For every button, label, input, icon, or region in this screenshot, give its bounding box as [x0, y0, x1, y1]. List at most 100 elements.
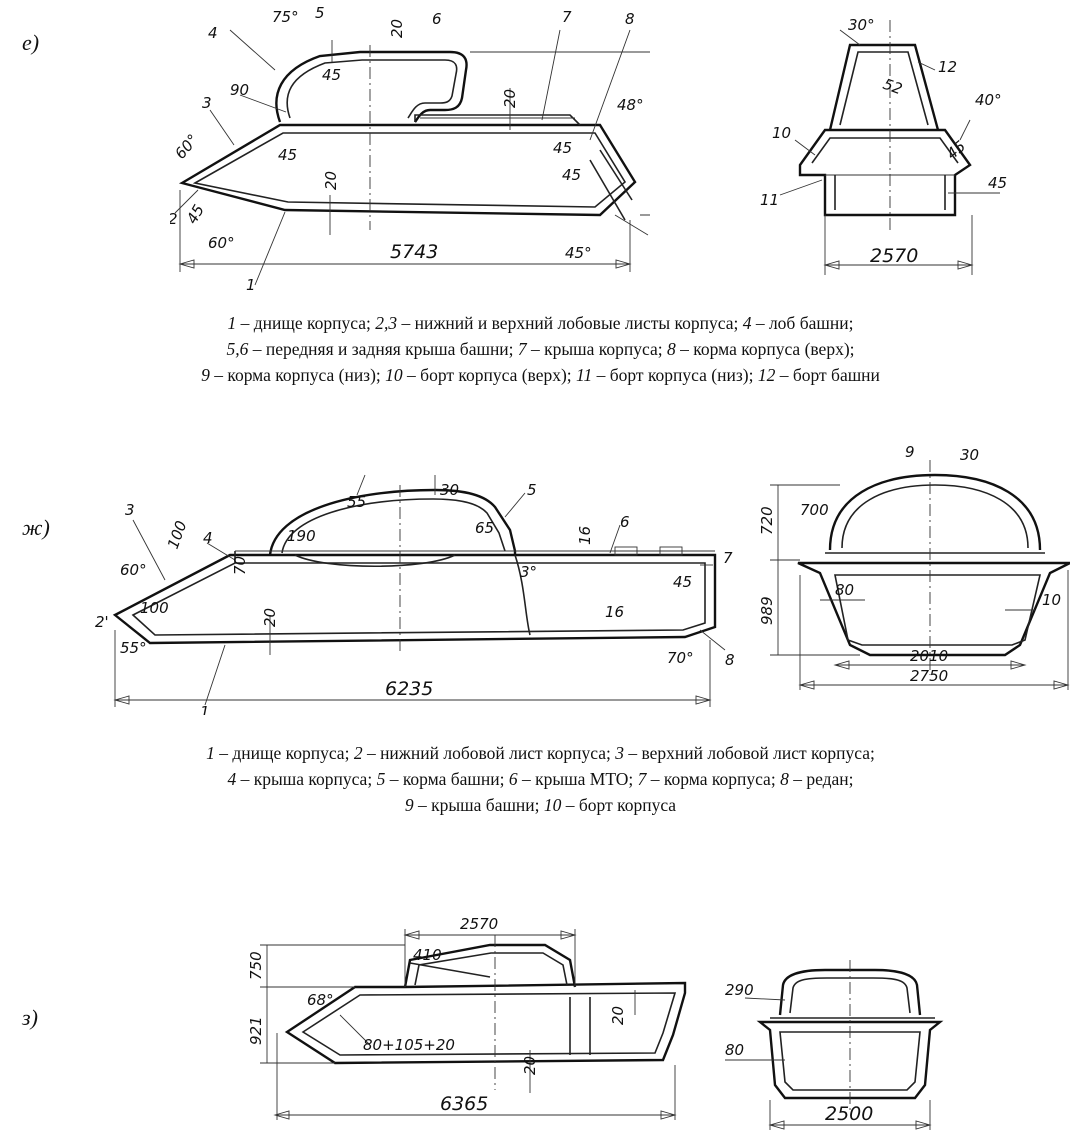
label-z-length: 6365 [440, 1093, 488, 1115]
label-zh-190: 190 [287, 527, 316, 545]
label-e-20-top: 20 [388, 19, 406, 38]
label-zh-80: 80 [835, 581, 854, 599]
label-e-20-floor: 20 [322, 171, 340, 190]
label-zh-9: 9 [905, 445, 915, 461]
label-zh-45: 45 [673, 573, 692, 591]
label-z-20-floor: 20 [521, 1056, 539, 1075]
label-zh-16-rear: 16 [605, 603, 624, 621]
label-e-width: 2570 [870, 245, 918, 267]
label-z-2570: 2570 [460, 915, 498, 933]
label-e-45-rear2: 45 [562, 166, 581, 184]
section-letter-z: з) [22, 1005, 38, 1030]
label-e-5: 5 [315, 4, 325, 22]
label-zh-2: 2' [95, 613, 109, 631]
label-zh-angle-70: 70° [667, 649, 694, 667]
label-z-angle-68: 68° [307, 991, 334, 1009]
turret-outline-z [403, 943, 577, 988]
caption-e-line-2: 5,6 – передняя и задняя крыша башни; 7 –… [226, 339, 855, 359]
label-zh-6: 6 [620, 513, 630, 531]
label-zh-4: 4 [203, 529, 213, 547]
label-e-45-low: 45 [183, 201, 208, 227]
label-e-45-low-front: 45 [988, 174, 1007, 192]
label-e-20-roof: 20 [501, 89, 519, 108]
label-e-angle-60-top: 60° [171, 131, 202, 163]
label-zh-length: 6235 [385, 678, 433, 700]
label-zh-2750: 2750 [910, 667, 948, 685]
section-letter-e: е) [22, 30, 40, 55]
label-z-2500: 2500 [825, 1103, 873, 1125]
caption-e-line-3: 9 – корма корпуса (низ); 10 – борт корпу… [201, 365, 880, 385]
label-zh-3: 3 [125, 501, 135, 519]
label-e-angle-75: 75° [272, 8, 299, 26]
diagram-z-side-view: 2570 750 410 20 68° 921 80+105+20 20 636… [247, 915, 687, 1120]
hull-front-e [798, 128, 972, 217]
label-e-angle-40: 40° [975, 91, 1002, 109]
hull-outline-z [284, 981, 687, 1065]
label-z-80: 80 [725, 1041, 744, 1059]
caption-zh-line-3: 9 – крыша башни; 10 – борт корпуса [404, 795, 677, 815]
label-z-armor-stack: 80+105+20 [363, 1036, 455, 1054]
caption-e-line-1: 1 – днище корпуса; 2,3 – нижний и верхни… [227, 313, 854, 333]
label-zh-55: 55 [347, 493, 366, 511]
turret-outline-e [275, 50, 468, 123]
label-zh-10: 10 [1042, 591, 1061, 609]
label-e-52: 52 [881, 75, 905, 98]
label-z-20-roof: 20 [609, 1006, 627, 1025]
caption-zh: 1 – днище корпуса; 2 – нижний лобовой ли… [0, 740, 1081, 818]
label-zh-30: 30 [440, 481, 459, 499]
label-zh-1: 1 [200, 703, 210, 715]
label-zh-20: 20 [261, 608, 279, 627]
label-zh-100-low: 100 [140, 599, 169, 617]
label-e-4: 4 [208, 24, 218, 42]
label-zh-100-top: 100 [164, 518, 191, 551]
caption-zh-line-1: 1 – днище корпуса; 2 – нижний лобовой ли… [206, 743, 875, 763]
label-e-45-top: 45 [322, 66, 341, 84]
label-e-2: 2 [170, 210, 178, 228]
caption-zh-line-2: 4 – крыша корпуса; 5 – корма башни; 6 – … [227, 769, 854, 789]
label-e-45-front: 45 [278, 146, 297, 164]
label-zh-30-front: 30 [960, 446, 979, 464]
label-z-290: 290 [725, 981, 754, 999]
label-zh-angle-3: 3° [520, 563, 537, 581]
label-zh-989: 989 [758, 596, 776, 625]
label-zh-720: 720 [758, 506, 776, 535]
label-z-410: 410 [413, 946, 442, 964]
label-e-90: 90 [230, 81, 249, 99]
label-zh-16-roof: 16 [576, 526, 594, 545]
section-letter-zh: ж) [22, 515, 50, 540]
label-e-6: 6 [432, 10, 442, 28]
label-e-7: 7 [562, 8, 572, 26]
hull-front-zh [797, 561, 1070, 657]
turret-front-e [828, 43, 940, 131]
label-zh-700: 700 [800, 501, 829, 519]
label-e-45-rear1: 45 [553, 139, 572, 157]
hull-outline-e [178, 123, 637, 217]
label-z-921: 921 [247, 1016, 265, 1045]
diagram-zh-side-view: 3 100 60° 4 70 190 55 30 5 65 16 6 3° 7 … [95, 474, 735, 715]
label-e-1: 1 [246, 276, 256, 290]
label-e-11: 11 [760, 191, 779, 209]
label-zh-2010: 2010 [910, 647, 948, 665]
turret-outline-zh [268, 488, 517, 556]
label-e-angle-30: 30° [848, 16, 875, 34]
label-zh-angle-55: 55° [120, 639, 147, 657]
turret-front-zh [828, 473, 1042, 551]
label-z-750: 750 [247, 951, 265, 980]
label-e-3: 3 [202, 94, 212, 112]
diagram-z-front-view: 290 80 2500 [725, 960, 944, 1130]
label-e-angle-60-low: 60° [208, 234, 235, 252]
label-zh-8: 8 [725, 651, 735, 669]
label-e-10: 10 [772, 124, 791, 142]
label-e-12: 12 [938, 58, 957, 76]
label-e-8: 8 [625, 10, 635, 28]
label-zh-7: 7 [723, 549, 733, 567]
label-zh-70: 70 [231, 556, 249, 575]
caption-e: 1 – днище корпуса; 2,3 – нижний и верхни… [0, 310, 1081, 388]
label-zh-5: 5 [527, 481, 537, 499]
label-e-angle-48: 48° [617, 96, 644, 114]
diagram-zh-front-view: 9 30 720 700 989 80 10 2010 2750 [758, 445, 1070, 690]
label-zh-angle-60: 60° [120, 561, 147, 579]
label-zh-65: 65 [475, 519, 494, 537]
hull-front-z [756, 1020, 944, 1100]
diagram-e-side-view: 75° 5 20 6 7 8 4 45 90 20 3 60° 45 20 2 … [170, 4, 650, 290]
